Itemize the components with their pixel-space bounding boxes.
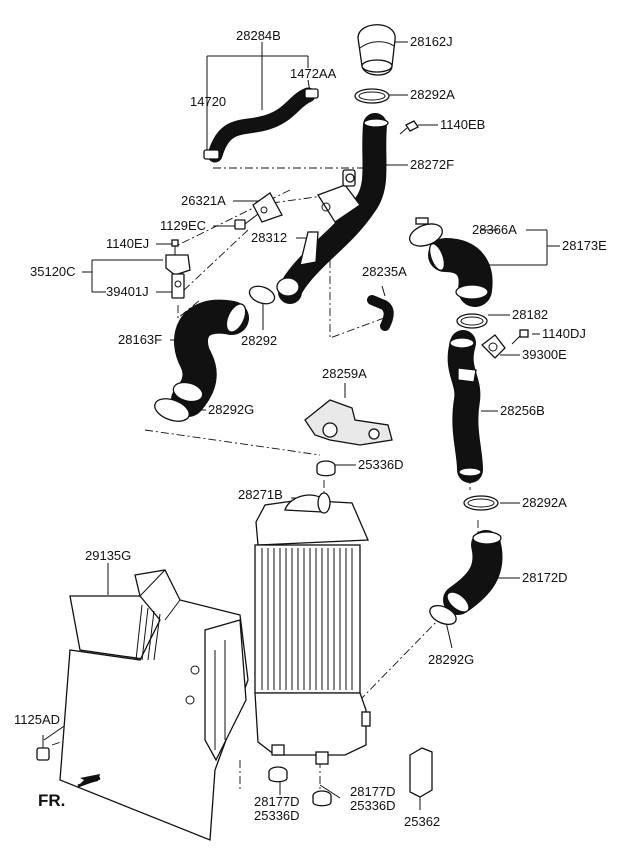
label-1472AA: 1472AA: [290, 66, 337, 81]
clamp-28182: [456, 313, 488, 329]
mount-25336D-mid: [316, 460, 336, 477]
clamp-28292A-right: [463, 495, 499, 511]
label-28284B: 28284B: [236, 28, 281, 43]
label-1140DJ: 1140DJ: [542, 326, 586, 341]
label-1140EB: 1140EB: [440, 117, 485, 132]
intercooler-28271B: [254, 492, 371, 765]
label-28256B: 28256B: [500, 403, 545, 418]
label-28162J: 28162J: [410, 34, 453, 49]
label-28235A: 28235A: [362, 264, 407, 279]
label-39401J: 39401J: [106, 284, 149, 299]
bolt-1140DJ: [511, 329, 529, 345]
label-28272F: 28272F: [410, 157, 454, 172]
label-28292: 28292: [241, 333, 277, 348]
mount-25336D-right: [312, 790, 332, 807]
bracket-28259A: [304, 399, 393, 446]
part-labels: 28284B 1472AA 14720 28162J 28292A 1140EB…: [14, 28, 607, 829]
label-28182: 28182: [512, 307, 548, 322]
clamp-28292: [248, 285, 276, 305]
bolt-1125AD: [36, 735, 50, 761]
label-28292G-left: 28292G: [208, 402, 254, 417]
label-1129EC: 1129EC: [160, 218, 206, 233]
label-28172D: 28172D: [522, 570, 568, 585]
sensor-28312: [299, 231, 319, 266]
label-28292A-right: 28292A: [522, 495, 567, 510]
clamp-28292G-left: [154, 398, 190, 422]
air-guide-29135G: [59, 569, 249, 841]
label-25336D-mid: 25336D: [358, 457, 404, 472]
mount-25336D-left: [268, 766, 288, 783]
front-direction-arrow-icon: [77, 774, 101, 788]
hose-28284B: [203, 87, 319, 163]
hose-28172D: [443, 530, 503, 615]
label-26321A: 26321A: [181, 193, 226, 208]
bracket-26321A: [252, 192, 283, 223]
label-28312: 28312: [251, 230, 287, 245]
label-25336D-right: 25336D: [350, 798, 396, 813]
hose-28163F: [171, 299, 249, 417]
label-35120C: 35120C: [30, 264, 76, 279]
clamp-28292A-top: [354, 88, 390, 104]
label-28177D-left: 28177D: [254, 794, 300, 809]
core-fins: [261, 548, 353, 690]
label-28177D-right: 28177D: [350, 784, 396, 799]
label-28292A-top: 28292A: [410, 87, 455, 102]
pipe-28256B: [447, 330, 483, 483]
sensor-35120C-39401J: [165, 254, 191, 299]
label-29135G: 29135G: [85, 548, 131, 563]
bracket-25362: [409, 747, 433, 798]
bolt-1140EJ: [171, 239, 179, 256]
label-28292G-right: 28292G: [428, 652, 474, 667]
label-28366A: 28366A: [472, 222, 517, 237]
label-1125AD: 1125AD: [14, 712, 60, 727]
label-1140EJ: 1140EJ: [106, 236, 149, 251]
hose-cap-28162J: [357, 24, 396, 76]
label-25362: 25362: [404, 814, 440, 829]
hose-28173E: [428, 238, 493, 307]
pipe-28272F: [276, 113, 389, 304]
label-28173E: 28173E: [562, 238, 607, 253]
clamp-28366A: [409, 217, 443, 247]
clamp-28292G-right: [429, 604, 457, 626]
sensor-39300E: [481, 334, 506, 359]
label-14720: 14720: [190, 94, 226, 109]
label-front: FR.: [38, 791, 65, 810]
hose-28235A: [367, 295, 394, 331]
label-28271B: 28271B: [238, 487, 283, 502]
bolt-1140EB: [399, 120, 419, 135]
air-guide-fins: [135, 604, 161, 661]
label-28163F: 28163F: [118, 332, 162, 347]
label-28259A: 28259A: [322, 366, 367, 381]
bolt-1129EC: [234, 213, 259, 230]
label-39300E: 39300E: [522, 347, 567, 362]
label-25336D-left: 25336D: [254, 808, 300, 823]
